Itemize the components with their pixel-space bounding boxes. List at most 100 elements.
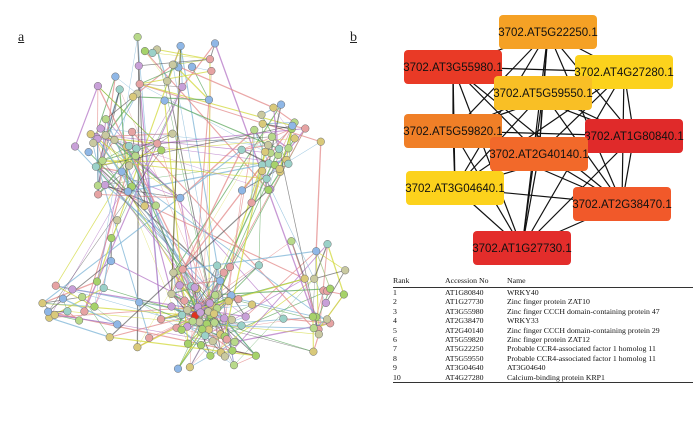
protein-node <box>125 161 134 170</box>
protein-node <box>211 291 220 300</box>
network-edge <box>224 151 266 337</box>
hub-node-label: 3702.AT5G59820.1 <box>403 126 503 138</box>
protein-node <box>89 138 98 148</box>
protein-node <box>63 307 72 316</box>
protein-name-cell: Zinc finger CCCH domain-containing prote… <box>507 325 660 335</box>
protein-node <box>206 351 215 360</box>
hub-node-label: 3702.AT3G55980.1 <box>403 62 503 74</box>
hub-node: 3702.AT5G59820.1 <box>403 114 503 148</box>
protein-name-cell: Zinc finger CCCH domain-containing prote… <box>507 306 660 316</box>
protein-node <box>90 302 99 311</box>
protein-node <box>185 363 194 372</box>
protein-node <box>321 298 330 307</box>
hub-node-label: 3702.AT2G40140.1 <box>489 149 589 161</box>
network-edge <box>97 93 138 167</box>
header-rank: Rank <box>393 276 445 288</box>
protein-node <box>301 124 310 133</box>
protein-name-cell: AT3G04640 <box>507 363 546 373</box>
protein-node <box>312 247 321 256</box>
protein-node <box>219 268 228 277</box>
network-edge <box>55 165 130 286</box>
protein-node <box>264 185 273 194</box>
network-edge <box>313 288 331 329</box>
protein-node <box>128 127 137 136</box>
rank-cell: 4 <box>393 316 397 326</box>
protein-node <box>173 364 183 373</box>
protein-node <box>205 299 214 308</box>
protein-node <box>277 100 286 109</box>
network-edge <box>49 86 183 318</box>
hub-node-box <box>573 187 671 221</box>
hub-node-box <box>406 171 504 205</box>
protein-node <box>133 343 142 352</box>
protein-node <box>131 151 140 160</box>
network-edge <box>173 64 274 109</box>
protein-node <box>153 139 162 148</box>
protein-node <box>220 352 229 361</box>
protein-node <box>316 137 325 146</box>
rank-cell: 9 <box>393 363 397 373</box>
protein-node <box>228 346 237 355</box>
protein-node <box>216 276 225 285</box>
protein-node <box>257 110 266 119</box>
protein-node <box>99 283 108 293</box>
protein-node <box>167 302 176 311</box>
network-edge <box>258 123 263 266</box>
network-edge <box>217 288 331 296</box>
network-edge <box>156 49 168 82</box>
network-edge <box>233 278 315 366</box>
protein-node <box>195 317 204 326</box>
network-edge <box>266 128 306 180</box>
hub-node: 3702.AT3G55980.1 <box>403 50 503 84</box>
protein-node <box>220 314 229 323</box>
protein-node <box>51 281 60 290</box>
protein-node <box>145 333 154 342</box>
protein-node <box>176 193 185 202</box>
protein-node <box>196 308 205 317</box>
protein-node <box>187 62 197 71</box>
table-row: 9 AT3G04640 AT3G04640 <box>393 363 693 372</box>
network-edge <box>144 50 168 82</box>
network-edge <box>213 151 266 314</box>
network-edge <box>95 136 130 166</box>
protein-node <box>241 312 250 321</box>
protein-node <box>309 347 318 356</box>
network-edge <box>97 159 287 186</box>
protein-node <box>113 320 122 329</box>
hub-node: 3702.AT5G22250.1 <box>498 15 598 49</box>
ppi-network-nodes <box>38 32 350 373</box>
network-edge <box>97 89 121 167</box>
network-edge <box>88 151 129 192</box>
network-edge <box>326 243 345 295</box>
network-edge <box>179 129 255 199</box>
protein-name-cell: Calcium-binding protein KRP1 <box>507 372 693 384</box>
hub-node-box <box>499 15 597 49</box>
accession-cell: AT3G04640 <box>445 363 484 373</box>
hub-node: 3702.AT3G04640.1 <box>405 171 505 205</box>
protein-node <box>58 294 68 303</box>
hub-node-box <box>575 55 673 89</box>
network-edge <box>97 85 198 290</box>
protein-node <box>300 274 309 283</box>
protein-node <box>190 283 199 292</box>
protein-node <box>188 317 197 326</box>
accession-cell: AT2G40140 <box>445 325 484 335</box>
protein-node <box>140 47 149 56</box>
protein-node <box>168 60 177 69</box>
protein-node <box>314 330 323 339</box>
rank-cell: 2 <box>393 297 397 307</box>
protein-node <box>234 295 243 304</box>
network-edge <box>62 298 118 325</box>
network-edge <box>156 49 215 323</box>
hub-node-label: 3702.AT5G59550.1 <box>493 88 593 100</box>
protein-node <box>237 321 246 330</box>
network-edge <box>133 96 210 101</box>
network-edge <box>131 131 320 335</box>
network-edge <box>97 149 162 167</box>
protein-node <box>111 72 120 81</box>
